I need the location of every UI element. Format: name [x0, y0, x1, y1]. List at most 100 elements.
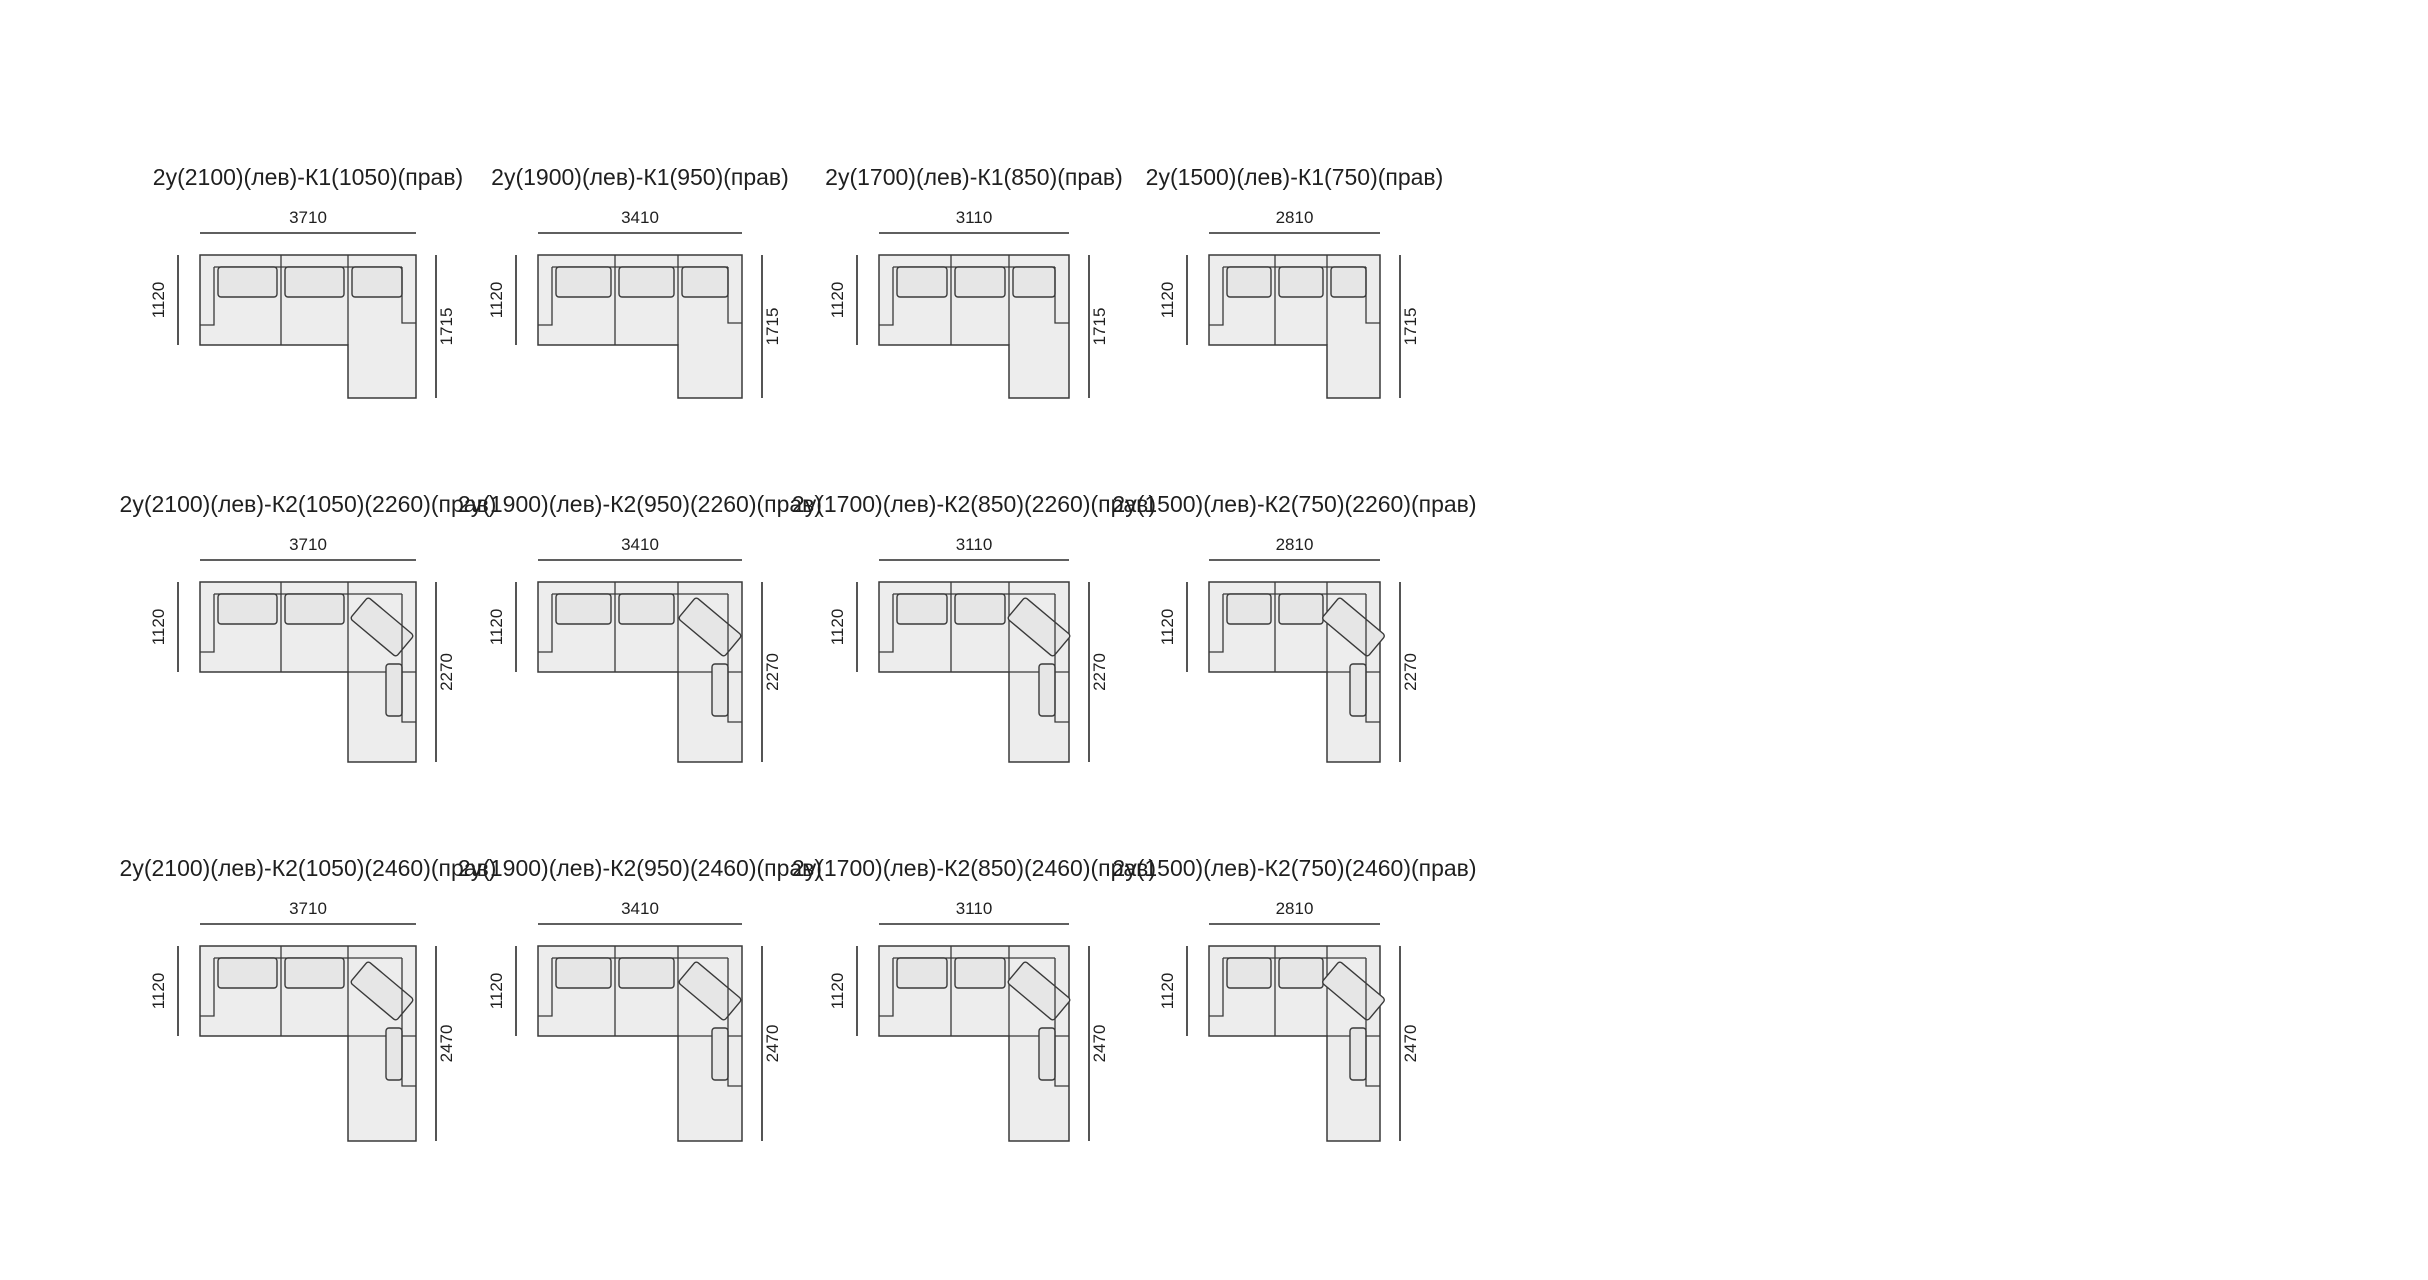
sofa-configuration: 2у(1500)(лев)-К2(750)(2460)(прав) 2810 112… — [1112, 855, 1477, 1142]
back-cushion — [618, 593, 675, 625]
configuration-title: 2у(1500)(лев)-К2(750)(2460)(прав) — [1112, 855, 1476, 881]
configuration-title: 2у(2100)(лев)-К1(1050)(прав) — [153, 164, 463, 190]
back-cushion — [1330, 266, 1367, 298]
right-armrest — [1054, 594, 1069, 723]
sofa-configuration: 2у(2100)(лев)-К2(1050)(2260)(прав) 3710 11… — [120, 491, 497, 763]
back-cushion — [555, 266, 612, 298]
width-dimension-label: 3710 — [289, 535, 327, 554]
back-cushion — [555, 957, 612, 989]
width-dimension-label: 3410 — [621, 535, 659, 554]
sofa-configuration: 2у(2100)(лев)-К2(1050)(2460)(прав)371011… — [120, 855, 497, 1142]
back-cushion — [217, 593, 278, 625]
back-cushion — [351, 266, 403, 298]
depth-dimension-label: 1120 — [487, 973, 506, 1010]
length-dimension-label: 2270 — [437, 653, 456, 691]
left-armrest — [1209, 267, 1224, 326]
configuration-title: 2у(2100)(лев)-К2(1050)(2460)(прав) — [120, 855, 497, 881]
width-dimension-label: 3110 — [956, 899, 993, 918]
right-armrest — [1365, 594, 1380, 723]
configuration-title: 2у(1700)(лев)-К1(850)(прав) — [825, 164, 1123, 190]
back-cushion — [896, 266, 948, 298]
sofa-configuration: 2у(1500)(лев)-К2(750)(2260)(прав) 2810 112… — [1112, 491, 1477, 763]
corner-cushion — [350, 597, 414, 657]
configuration-title: 2у(1900)(лев)-К1(950)(прав) — [491, 164, 789, 190]
back-cushion — [1278, 593, 1324, 625]
left-armrest — [538, 594, 553, 653]
back-cushion — [284, 593, 345, 625]
length-dimension-label: 2270 — [1090, 653, 1109, 691]
corner-cushion — [678, 597, 742, 657]
depth-dimension-label: 1120 — [1158, 609, 1177, 646]
corner-cushion — [1322, 961, 1385, 1021]
sofa-configuration: 2у(1900)(лев)-К2(950)(2260)(прав) 3410 112… — [458, 491, 822, 763]
left-armrest — [538, 267, 553, 326]
right-armrest — [727, 594, 742, 723]
right-armrest — [1054, 267, 1069, 324]
side-cushion — [1038, 1027, 1056, 1081]
configuration-title: 2у(2100)(лев)-К2(1050)(2260)(прав) — [120, 491, 497, 517]
back-cushion — [284, 957, 345, 989]
length-dimension-label: 1715 — [437, 308, 456, 346]
side-cushion — [711, 663, 729, 717]
left-armrest — [200, 594, 215, 653]
right-armrest — [727, 958, 742, 1087]
length-dimension-label: 2470 — [1401, 1025, 1420, 1063]
corner-cushion — [350, 961, 414, 1021]
left-armrest — [538, 958, 553, 1017]
configuration-title: 2у(1500)(лев)-К1(750)(прав) — [1146, 164, 1444, 190]
right-armrest — [401, 958, 416, 1087]
back-cushion — [217, 266, 278, 298]
width-dimension-label: 2810 — [1276, 899, 1314, 918]
width-dimension-label: 2810 — [1276, 208, 1314, 227]
depth-dimension-label: 1120 — [1158, 973, 1177, 1010]
configuration-title: 2у(1900)(лев)-К2(950)(2260)(прав) — [458, 491, 822, 517]
back-cushion — [1226, 593, 1272, 625]
width-dimension-label: 3410 — [621, 208, 659, 227]
side-cushion — [1349, 1027, 1367, 1081]
configuration-title: 2у(1900)(лев)-К2(950)(2460)(прав) — [458, 855, 822, 881]
sofa-configuration: 2у(1700)(лев)-К2(850)(2260)(прав)3110112… — [792, 491, 1156, 763]
corner-cushion — [1322, 597, 1385, 657]
length-dimension-label: 2470 — [437, 1025, 456, 1063]
width-dimension-label: 2810 — [1276, 535, 1314, 554]
side-cushion — [1038, 663, 1056, 717]
configuration-title: 2у(1700)(лев)-К2(850)(2260)(прав) — [792, 491, 1156, 517]
left-armrest — [879, 267, 894, 326]
length-dimension-label: 1715 — [1401, 308, 1420, 346]
back-cushion — [954, 957, 1006, 989]
back-cushion — [1226, 957, 1272, 989]
right-armrest — [401, 267, 416, 324]
configuration-title: 2у(1500)(лев)-К2(750)(2260)(прав) — [1112, 491, 1476, 517]
left-armrest — [1209, 594, 1224, 653]
right-armrest — [401, 594, 416, 723]
width-dimension-label: 3710 — [289, 899, 327, 918]
sofa-configuration: 2у(1700)(лев)-К2(850)(2460)(прав)3110112… — [792, 855, 1156, 1142]
depth-dimension-label: 1120 — [828, 609, 847, 646]
back-cushion — [618, 957, 675, 989]
sofa-configuration: 2у(1900)(лев)-К2(950)(2460)(прав)3410112… — [458, 855, 822, 1142]
back-cushion — [217, 957, 278, 989]
back-cushion — [1012, 266, 1056, 298]
configuration-title: 2у(1700)(лев)-К2(850)(2460)(прав) — [792, 855, 1156, 881]
back-cushion — [1226, 266, 1272, 298]
length-dimension-label: 2470 — [763, 1025, 782, 1063]
depth-dimension-label: 1120 — [149, 609, 168, 646]
side-cushion — [711, 1027, 729, 1081]
depth-dimension-label: 1120 — [149, 282, 168, 319]
back-cushion — [284, 266, 345, 298]
corner-cushion — [678, 961, 742, 1021]
back-cushion — [954, 593, 1006, 625]
right-armrest — [1054, 958, 1069, 1087]
right-armrest — [1365, 958, 1380, 1087]
left-armrest — [1209, 958, 1224, 1017]
length-dimension-label: 2270 — [1401, 653, 1420, 691]
depth-dimension-label: 1120 — [828, 282, 847, 319]
back-cushion — [1278, 266, 1324, 298]
depth-dimension-label: 1120 — [487, 609, 506, 646]
left-armrest — [879, 594, 894, 653]
sofa-outline — [199, 945, 417, 1142]
